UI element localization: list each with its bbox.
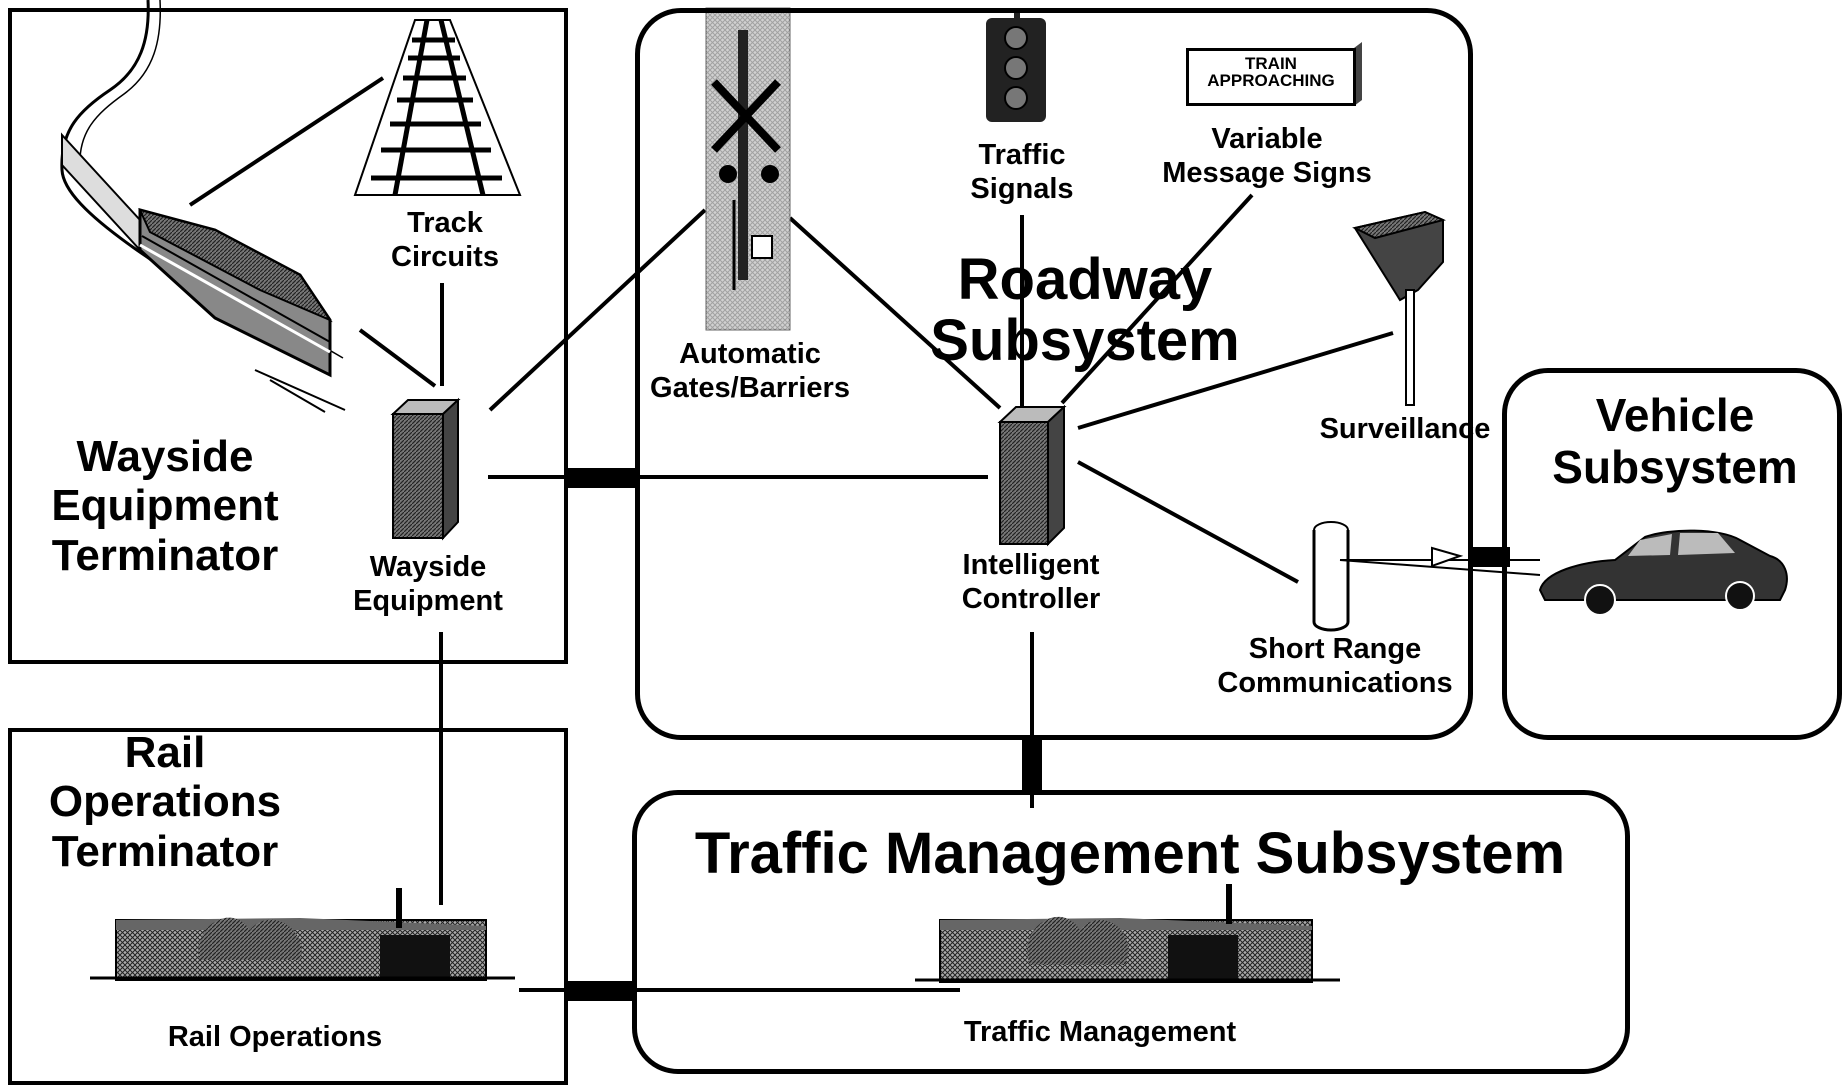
building-icon — [915, 884, 1340, 983]
bar-railops-tms — [566, 981, 636, 1001]
crossing-gate-icon — [705, 7, 791, 331]
wayside-terminator-box — [8, 8, 568, 664]
roadway-subsystem-title: Roadway Subsystem — [930, 247, 1240, 373]
train-icon — [60, 0, 346, 413]
line-wayside-to-gates — [488, 208, 707, 412]
bar-roadway-tms — [1022, 738, 1042, 790]
camera-icon — [1352, 210, 1447, 406]
bar-wayside-roadway — [566, 468, 636, 488]
wayside-equipment-label: Wayside Equipment — [353, 551, 503, 618]
connectors — [188, 76, 1394, 992]
roadway-subsystem-box — [635, 8, 1473, 740]
line-src-to-controller — [1077, 460, 1299, 584]
vehicle-subsystem-box — [1502, 368, 1842, 740]
traffic-management-subsystem-title: Traffic Management Subsystem — [694, 821, 1566, 886]
line-surveillance-to-controller — [1077, 331, 1394, 430]
traffic-signals-label: Traffic Signals — [970, 139, 1074, 206]
automatic-gates-label: Automatic Gates/Barriers — [650, 338, 850, 405]
cabinet-icon — [390, 397, 461, 541]
interface-bars — [566, 468, 1510, 1001]
vms-sign: TRAIN APPROACHING — [1186, 48, 1356, 106]
surveillance-label: Surveillance — [1319, 413, 1491, 445]
traffic-management-subsystem-box — [632, 790, 1630, 1074]
variable-message-signs-label: Variable Message Signs — [1162, 123, 1372, 190]
line-vms-to-controller — [1060, 193, 1254, 405]
rail-operations-label: Rail Operations — [167, 1021, 383, 1053]
track-icon — [353, 19, 522, 196]
traffic-management-label: Traffic Management — [963, 1016, 1237, 1048]
car-icon — [1538, 529, 1788, 616]
vms-sign-line1: TRAIN — [1245, 54, 1297, 73]
cabinet-icon — [997, 404, 1067, 547]
line-train-to-wayside — [358, 328, 437, 388]
track-circuits-label: Track Circuits — [391, 207, 499, 274]
bar-roadway-vehicle — [1470, 547, 1510, 567]
traffic-light-icon — [986, 10, 1046, 122]
line-train-to-track — [188, 76, 385, 207]
rail-operations-terminator-box — [8, 728, 568, 1085]
rail-operations-terminator-title: Rail Operations Terminator — [48, 728, 282, 876]
building-icon — [90, 888, 515, 981]
intelligent-controller-label: Intelligent Controller — [961, 549, 1101, 616]
short-range-communications-label: Short Range Communications — [1217, 633, 1453, 700]
line-gates-to-controller — [788, 216, 1002, 410]
vehicle-subsystem-title: Vehicle Subsystem — [1552, 389, 1798, 493]
wayside-terminator-title: Wayside Equipment Terminator — [51, 432, 279, 580]
vms-sign-line2: APPROACHING — [1207, 71, 1335, 90]
